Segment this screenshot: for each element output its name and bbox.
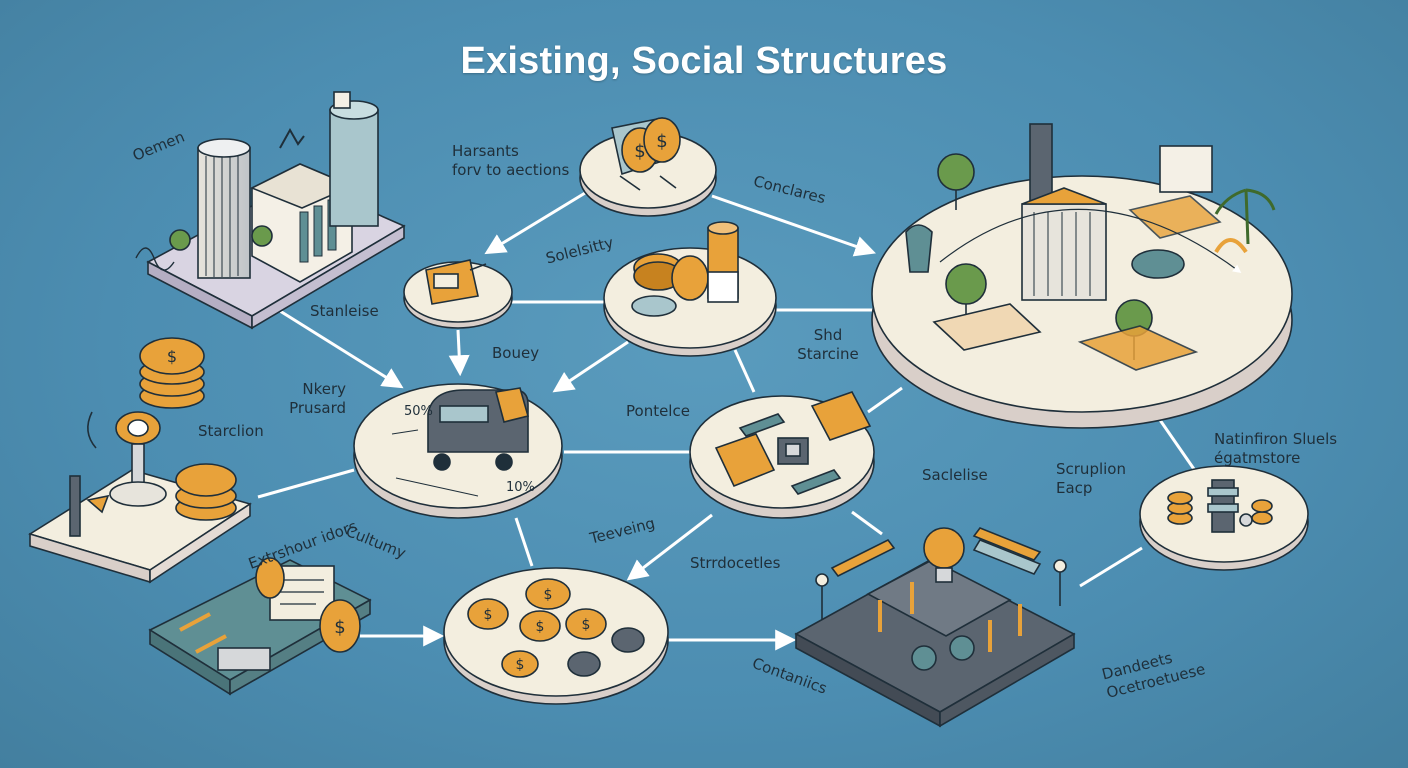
label-strrdocetles: Strrdocetles	[690, 554, 781, 572]
svg-text:$: $	[516, 657, 525, 673]
label-nkery: Nkery Prusard	[289, 380, 346, 417]
label-starclion: Starclion	[198, 422, 264, 440]
label-pontelce: Pontelce	[626, 402, 690, 420]
svg-text:$: $	[167, 347, 177, 366]
ticket-icon	[403, 259, 513, 329]
arrow-bank-to-van	[271, 304, 404, 389]
component-chips-icon	[689, 391, 875, 519]
coin-stack-icon	[603, 221, 777, 357]
line-eco-to-robot	[1158, 419, 1198, 473]
factory-lightbulb-icon	[794, 527, 1076, 728]
label-percent-10: 10%	[506, 480, 535, 495]
coins-cluster-icon: $ $ $ $ $	[443, 567, 669, 705]
line-chips-to-factory	[851, 510, 883, 536]
label-bouey: Bouey	[492, 344, 540, 362]
line-stack-to-chips	[733, 349, 756, 393]
svg-text:$: $	[544, 587, 553, 603]
svg-text:$: $	[484, 607, 493, 623]
camper-van-icon	[353, 383, 563, 519]
ledger-machine-icon: $	[148, 557, 372, 696]
line-van-to-scale	[257, 468, 355, 499]
connectors	[257, 188, 1198, 651]
robot-coins-icon	[1139, 465, 1309, 571]
arrow-stack-to-van	[552, 340, 629, 393]
label-natinfiron: Natinfiron Sluels égatmstore	[1214, 430, 1338, 467]
line-eco-to-chips	[867, 386, 903, 414]
line-van-to-coins	[514, 517, 534, 567]
plinth-ecosystem-icon	[871, 123, 1293, 429]
arrow-ticket-to-van	[448, 329, 470, 377]
label-saclelise: Saclelise	[922, 466, 988, 484]
label-stanleise: Stanleise	[310, 302, 379, 320]
coin-barrel-icon: $ $	[579, 117, 717, 217]
svg-text:$: $	[656, 131, 667, 152]
label-harsants: Harsants forv to aections	[452, 142, 570, 179]
arrow-chips-to-coins	[626, 513, 713, 581]
label-shd: Shd Starcine	[797, 326, 859, 363]
svg-text:$: $	[334, 617, 345, 638]
line-robot-to-factory	[1079, 546, 1143, 588]
label-scruption: Scruplion Eacp	[1056, 460, 1126, 497]
arrow-barrel-to-ticket	[484, 188, 591, 255]
svg-text:$: $	[582, 617, 591, 633]
page-title: Existing, Social Structures	[460, 40, 948, 82]
bank-buildings-icon	[135, 91, 406, 330]
arrow-barrel-to-eco	[711, 194, 876, 257]
svg-text:$: $	[634, 141, 645, 162]
svg-text:$: $	[536, 619, 545, 635]
scale-coins-icon: $	[28, 337, 252, 584]
label-percent-50: 50%	[404, 404, 433, 419]
